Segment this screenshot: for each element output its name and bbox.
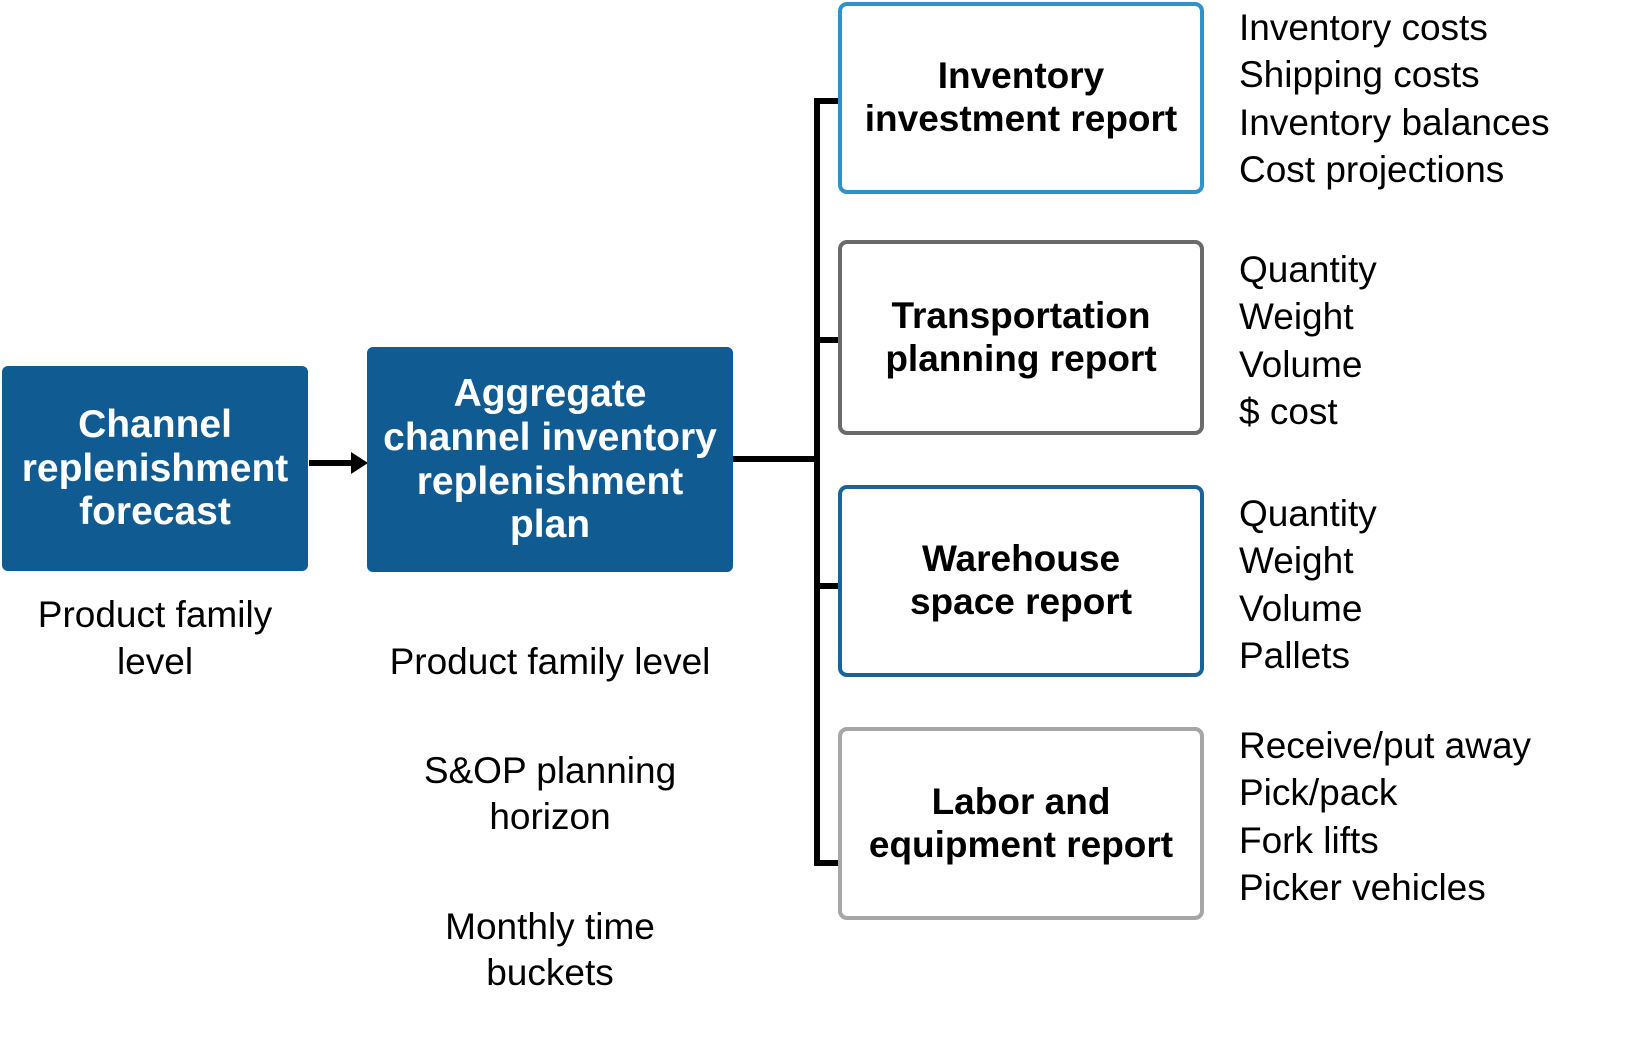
connector-branch-report-2 — [814, 337, 842, 343]
attribute-item: Shipping costs — [1239, 54, 1480, 96]
attribute-item: $ cost — [1239, 391, 1338, 433]
channel-replenishment-forecast-label: Channel replenishment forecast — [21, 402, 289, 534]
plan-caption: Product family level S&OP planning horiz… — [357, 592, 743, 1043]
diagram-canvas: Channel replenishment forecast Product f… — [2, 2, 1550, 993]
attribute-item: Receive/put away — [1239, 725, 1532, 766]
plan-caption-line: Monthly time buckets — [445, 905, 655, 994]
attribute-item: Pick/pack — [1239, 772, 1398, 814]
attribute-item: Pallets — [1239, 635, 1351, 677]
aggregate-channel-inventory-replenishment-plan-box[interactable]: Aggregate channel inventory replenishmen… — [367, 347, 733, 572]
attribute-item: Weight — [1239, 540, 1354, 582]
attribute-item: Volume — [1239, 343, 1363, 385]
attribute-item: Quantity — [1239, 249, 1377, 290]
report-box-transportation-planning[interactable]: Transportation planning report — [838, 240, 1204, 435]
report-box-warehouse-space[interactable]: Warehouse space report — [838, 485, 1204, 677]
attribute-item: Weight — [1239, 296, 1354, 338]
aggregate-plan-label: Aggregate channel inventory replenishmen… — [383, 372, 717, 547]
connector-stub-plan-to-spine — [733, 456, 820, 462]
forecast-caption: Product family level — [37, 594, 273, 682]
flow-arrow-icon — [309, 452, 369, 474]
plan-caption-line: S&OP planning horizon — [423, 749, 677, 838]
plan-caption-line: Product family level — [389, 640, 711, 682]
attribute-item: Picker vehicles — [1239, 867, 1486, 909]
connector-vertical-spine — [814, 98, 820, 866]
attribute-item: Cost projections — [1239, 149, 1505, 191]
attribute-item: Fork lifts — [1239, 819, 1379, 861]
arrow-head — [351, 452, 368, 474]
attribute-item: Inventory costs — [1239, 7, 1488, 48]
report-box-labor-and-equipment[interactable]: Labor and equipment report — [838, 727, 1204, 920]
connector-branch-report-1 — [814, 98, 842, 104]
attribute-item: Volume — [1239, 587, 1363, 629]
arrow-shaft — [309, 460, 353, 466]
connector-branch-report-4 — [814, 860, 842, 866]
attribute-item: Quantity — [1239, 493, 1377, 534]
attribute-item: Inventory balances — [1239, 101, 1550, 143]
channel-replenishment-forecast-box[interactable]: Channel replenishment forecast — [2, 366, 308, 571]
report-box-inventory-investment[interactable]: Inventory investment report — [838, 2, 1204, 194]
connector-branch-report-3 — [814, 583, 842, 589]
